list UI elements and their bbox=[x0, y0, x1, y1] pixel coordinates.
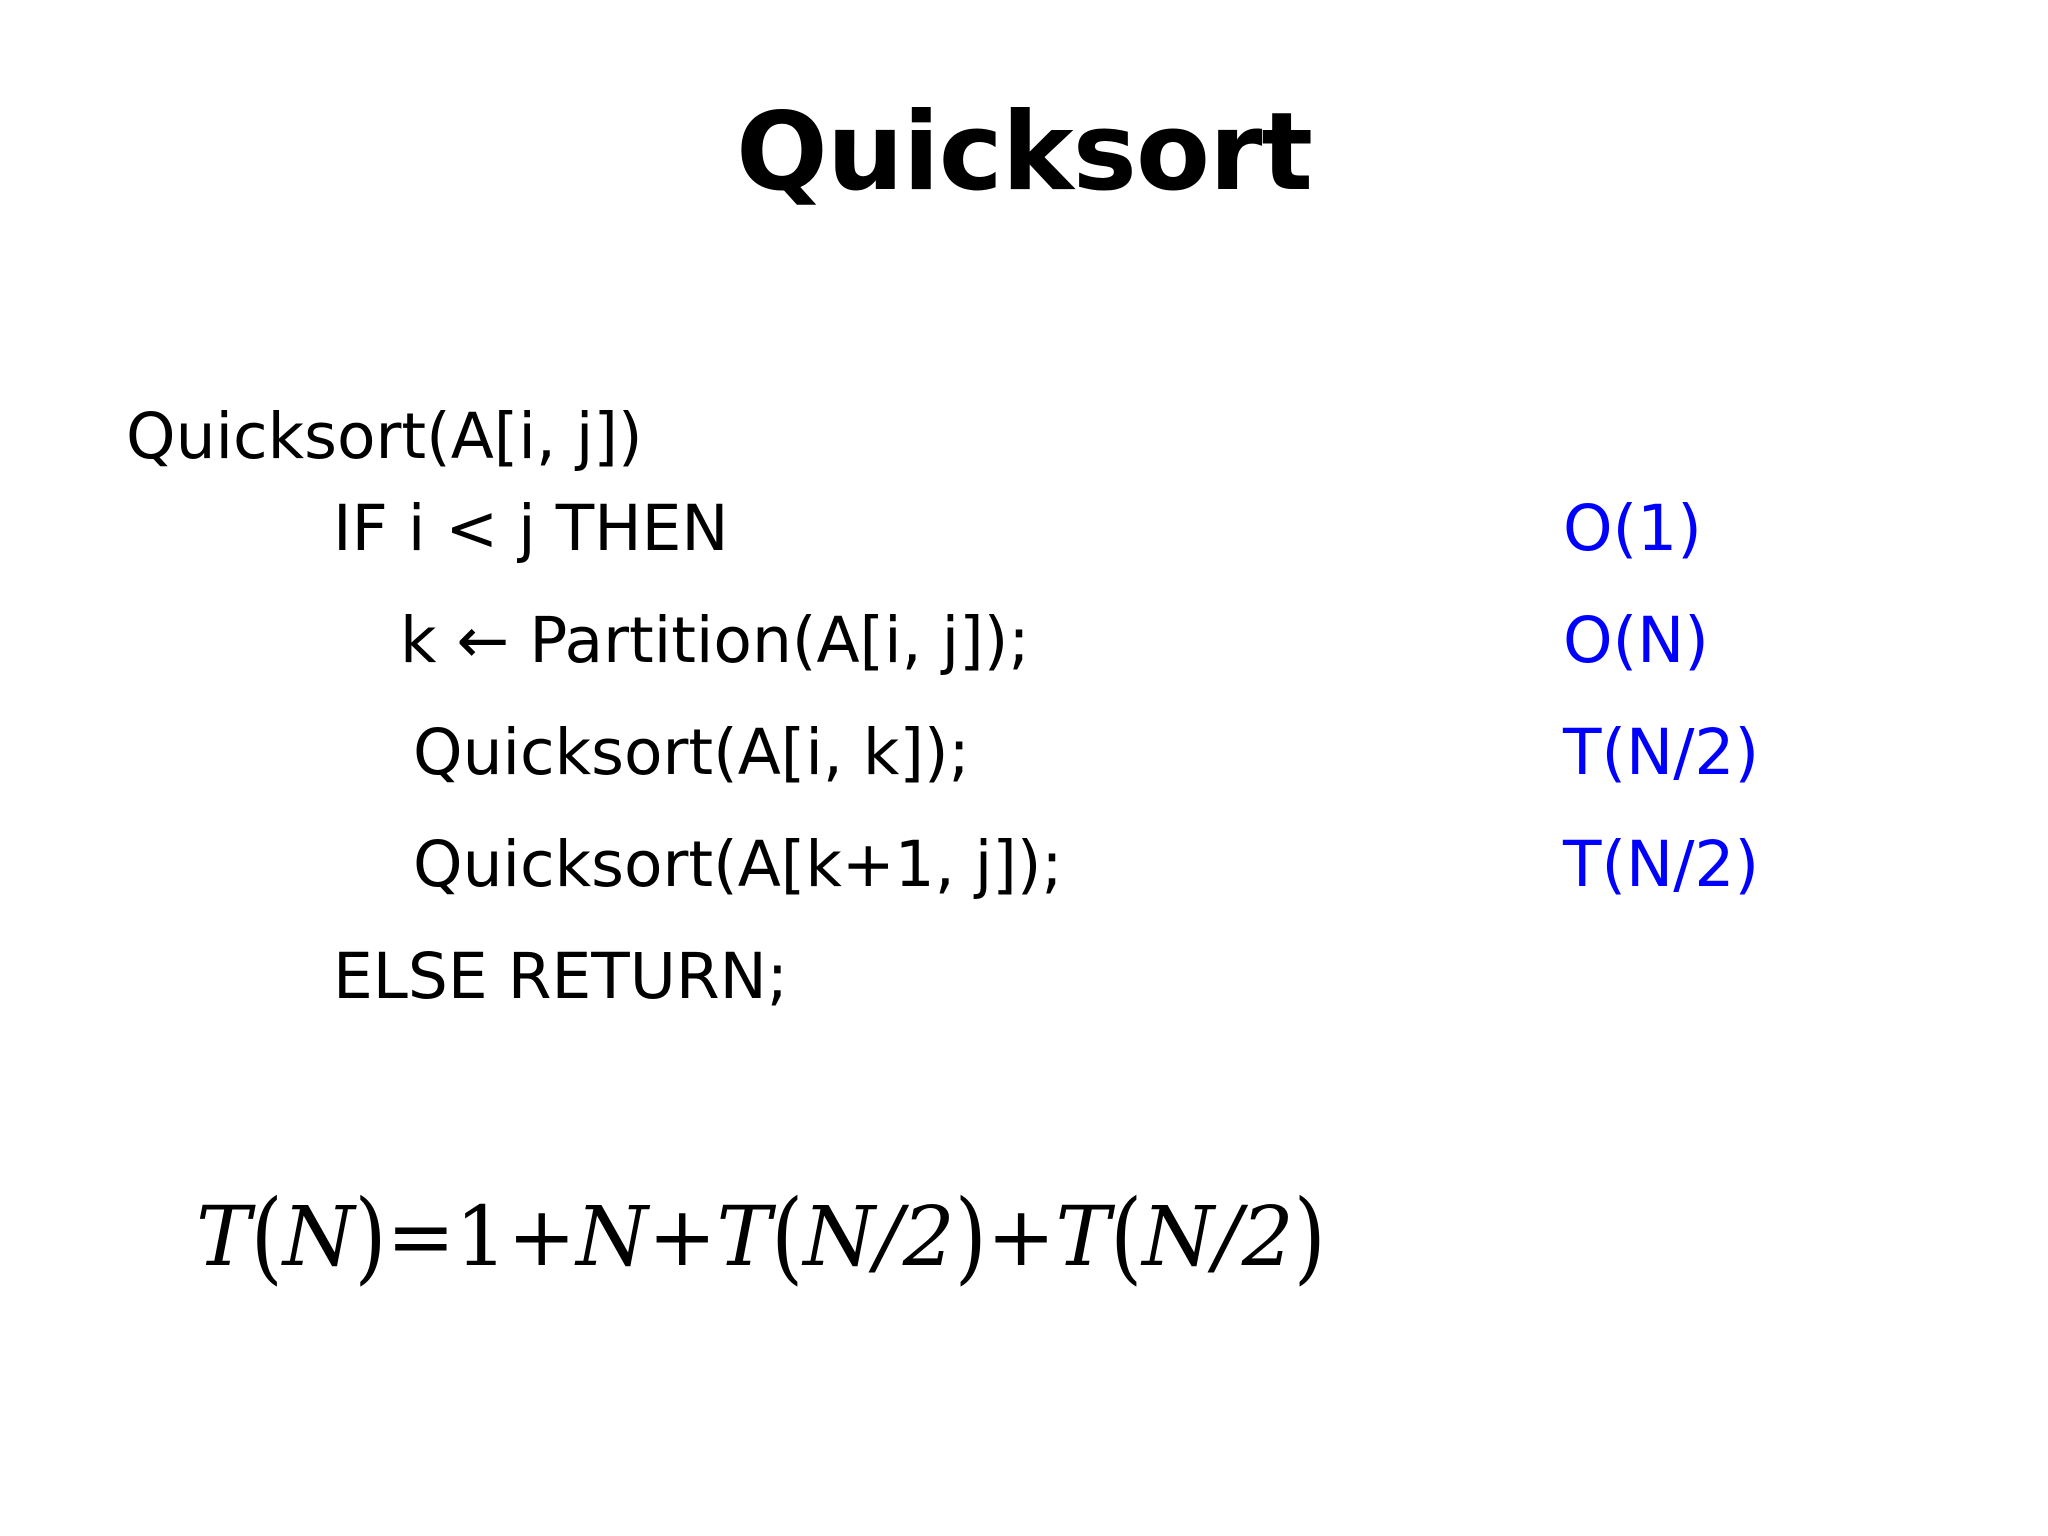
equation-term-n: N bbox=[576, 1190, 648, 1285]
equation-lhs-argument: N bbox=[282, 1190, 355, 1285]
pseudocode-line-text: IF i < j THEN bbox=[333, 492, 729, 565]
pseudocode-line-cost: O(N) bbox=[1563, 604, 1709, 677]
equation-term2-open-paren: ( bbox=[771, 1179, 804, 1296]
equation-term3-open-paren: ( bbox=[1110, 1179, 1143, 1296]
pseudocode-line-cost: T(N/2) bbox=[1563, 716, 1760, 789]
pseudocode-line-text: ELSE RETURN; bbox=[333, 940, 789, 1013]
pseudocode-line-text: Quicksort(A[k+1, j]); bbox=[413, 828, 1063, 901]
equation-term2-argument: N/2 bbox=[803, 1190, 955, 1285]
pseudocode-line: Quicksort(A[i, j]) bbox=[0, 396, 2048, 478]
pseudocode-line-cost: O(1) bbox=[1563, 492, 1702, 565]
equation-equals-sign: = bbox=[386, 1190, 456, 1285]
equation-term2-close-paren: ) bbox=[954, 1179, 987, 1296]
equation-plus-1: + bbox=[507, 1190, 577, 1285]
recurrence-equation: T(N)=1+N+T(N/2)+T(N/2) bbox=[196, 1179, 1326, 1295]
equation-lhs-close-paren: ) bbox=[354, 1179, 387, 1296]
pseudocode-line-text: k ← Partition(A[i, j]); bbox=[400, 604, 1030, 677]
pseudocode-line: Quicksort(A[k+1, j]); T(N/2) bbox=[0, 824, 2048, 906]
equation-term3-close-paren: ) bbox=[1293, 1179, 1326, 1296]
equation-plus-3: + bbox=[986, 1190, 1056, 1285]
pseudocode-line-cost: T(N/2) bbox=[1563, 828, 1760, 901]
pseudocode-line-text: Quicksort(A[i, j]) bbox=[126, 400, 643, 473]
pseudocode-line: IF i < j THEN O(1) bbox=[0, 488, 2048, 570]
equation-plus-2: + bbox=[647, 1190, 717, 1285]
equation-lhs-open-paren: ( bbox=[250, 1179, 283, 1296]
equation-term3-function: T bbox=[1055, 1190, 1111, 1285]
equation-term-one: 1 bbox=[455, 1190, 508, 1285]
equation-term3-argument: N/2 bbox=[1142, 1190, 1294, 1285]
pseudocode-line-text: Quicksort(A[i, k]); bbox=[413, 716, 970, 789]
pseudocode-line: k ← Partition(A[i, j]); O(N) bbox=[0, 600, 2048, 682]
equation-term2-function: T bbox=[716, 1190, 772, 1285]
pseudocode-line: ELSE RETURN; bbox=[0, 936, 2048, 1018]
pseudocode-block: Quicksort(A[i, j]) IF i < j THEN O(1) k … bbox=[0, 396, 2048, 1076]
page-title: Quicksort bbox=[736, 90, 1313, 215]
pseudocode-line: Quicksort(A[i, k]); T(N/2) bbox=[0, 712, 2048, 794]
equation-lhs-function: T bbox=[196, 1190, 251, 1285]
